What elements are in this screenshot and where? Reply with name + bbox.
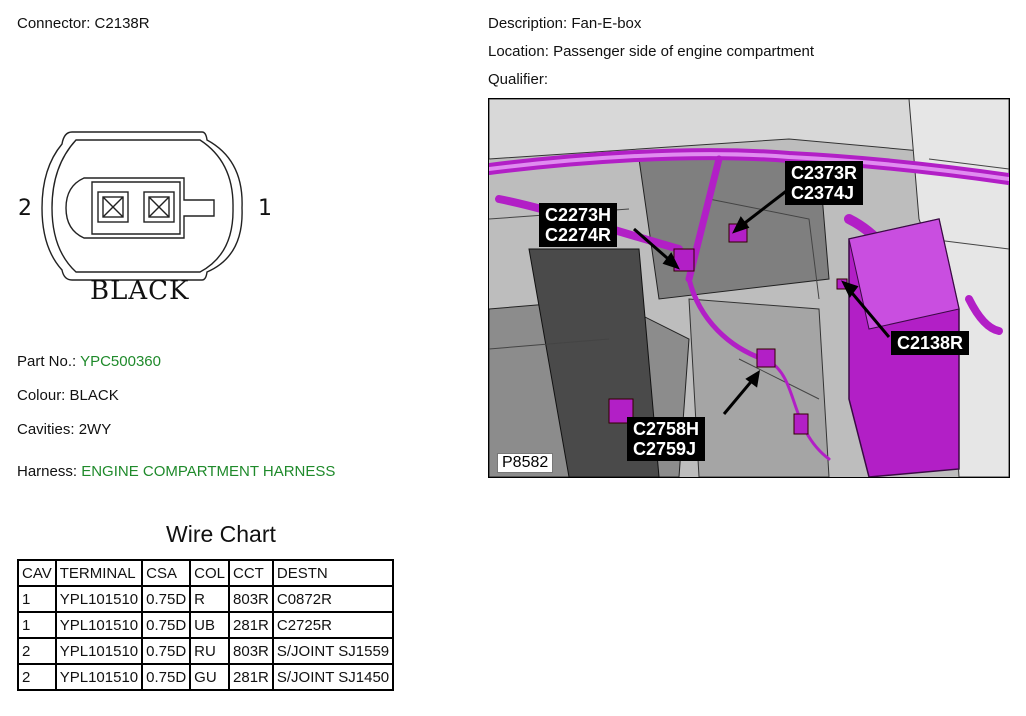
cell-csa: 0.75D [141, 611, 192, 639]
connector-face-drawing: 2 1 BLACK [14, 120, 314, 320]
column-header-terminal: TERMINAL [54, 559, 144, 587]
cell-cav: 1 [17, 585, 57, 613]
cell-terminal: YPL101510 [54, 637, 144, 665]
cell-csa: 0.75D [141, 585, 192, 613]
callout-c2758h-c2759j: C2758H C2759J [627, 417, 706, 461]
connector-label: Connector: [17, 15, 91, 32]
cell-terminal: YPL101510 [54, 585, 144, 613]
cell-cav: 2 [17, 637, 57, 665]
column-header-cct: CCT [228, 559, 274, 587]
table-row: 1 YPL101510 0.75D R 803R C0872R [17, 585, 395, 613]
pin-number-left: 2 [18, 196, 32, 221]
callout-c2373r-c2374j: C2373R C2374J [785, 161, 864, 205]
description-value: Fan-E-box [571, 15, 642, 32]
wire-chart-header-row: CAV TERMINAL CSA COL CCT DESTN [17, 559, 395, 587]
cell-cct: 803R [228, 637, 274, 665]
table-row: 2 YPL101510 0.75D RU 803R S/JOINT SJ1559 [17, 637, 395, 665]
cell-col: R [189, 585, 231, 613]
part-number-label: Part No.: [17, 353, 77, 370]
column-header-csa: CSA [141, 559, 192, 587]
engine-bay-illustration [489, 99, 1009, 477]
cell-cct: 281R [228, 663, 274, 691]
cell-cct: 281R [228, 611, 274, 639]
cell-cct: 803R [228, 585, 274, 613]
cell-col: UB [189, 611, 231, 639]
location-label: Location: [488, 43, 549, 60]
table-row: 2 YPL101510 0.75D GU 281R S/JOINT SJ1450 [17, 663, 395, 691]
harness-line: Harness: ENGINE COMPARTMENT HARNESS [17, 463, 335, 480]
cell-destn: S/JOINT SJ1559 [271, 637, 395, 665]
harness-label: Harness: [17, 463, 78, 480]
qualifier-line: Qualifier: [488, 71, 548, 88]
cell-destn: S/JOINT SJ1450 [271, 663, 395, 691]
callout-c2138r: C2138R [891, 331, 970, 355]
harness-link[interactable]: ENGINE COMPARTMENT HARNESS [81, 463, 336, 480]
column-header-destn: DESTN [271, 559, 395, 587]
connector-color-label: BLACK [90, 276, 190, 306]
cell-csa: 0.75D [141, 663, 192, 691]
cavities-value: 2WY [78, 421, 112, 438]
location-value: Passenger side of engine compartment [553, 43, 815, 60]
colour-label: Colour: [17, 387, 66, 404]
cell-destn: C0872R [271, 585, 395, 613]
column-header-cav: CAV [17, 559, 57, 587]
part-number-line: Part No.: YPC500360 [17, 353, 161, 370]
connector-line: Connector: C2138R [17, 15, 150, 32]
cavities-label: Cavities: [17, 421, 75, 438]
location-photo: C2373R C2374J C2273H C2274R C2138R C2758… [488, 98, 1010, 478]
colour-line: Colour: BLACK [17, 387, 119, 404]
connector-id: C2138R [94, 15, 150, 32]
cell-col: GU [189, 663, 231, 691]
qualifier-label: Qualifier: [488, 71, 549, 88]
column-header-col: COL [189, 559, 231, 587]
cell-cav: 1 [17, 611, 57, 639]
cavities-line: Cavities: 2WY [17, 421, 111, 438]
description-line: Description: Fan-E-box [488, 15, 641, 32]
callout-c2273h-c2274r: C2273H C2274R [539, 203, 618, 247]
photo-id-label: P8582 [497, 453, 554, 473]
pin-number-right: 1 [258, 196, 272, 221]
cell-csa: 0.75D [141, 637, 192, 665]
cell-destn: C2725R [271, 611, 395, 639]
part-number-link[interactable]: YPC500360 [80, 353, 161, 370]
location-line: Location: Passenger side of engine compa… [488, 43, 814, 60]
cell-cav: 2 [17, 663, 57, 691]
wire-chart-title: Wire Chart [166, 521, 276, 547]
colour-value: BLACK [69, 387, 119, 404]
description-label: Description: [488, 15, 568, 32]
wire-chart-table: CAV TERMINAL CSA COL CCT DESTN 1 YPL1015… [17, 559, 395, 691]
cell-col: RU [189, 637, 231, 665]
cell-terminal: YPL101510 [54, 611, 144, 639]
table-row: 1 YPL101510 0.75D UB 281R C2725R [17, 611, 395, 639]
cell-terminal: YPL101510 [54, 663, 144, 691]
